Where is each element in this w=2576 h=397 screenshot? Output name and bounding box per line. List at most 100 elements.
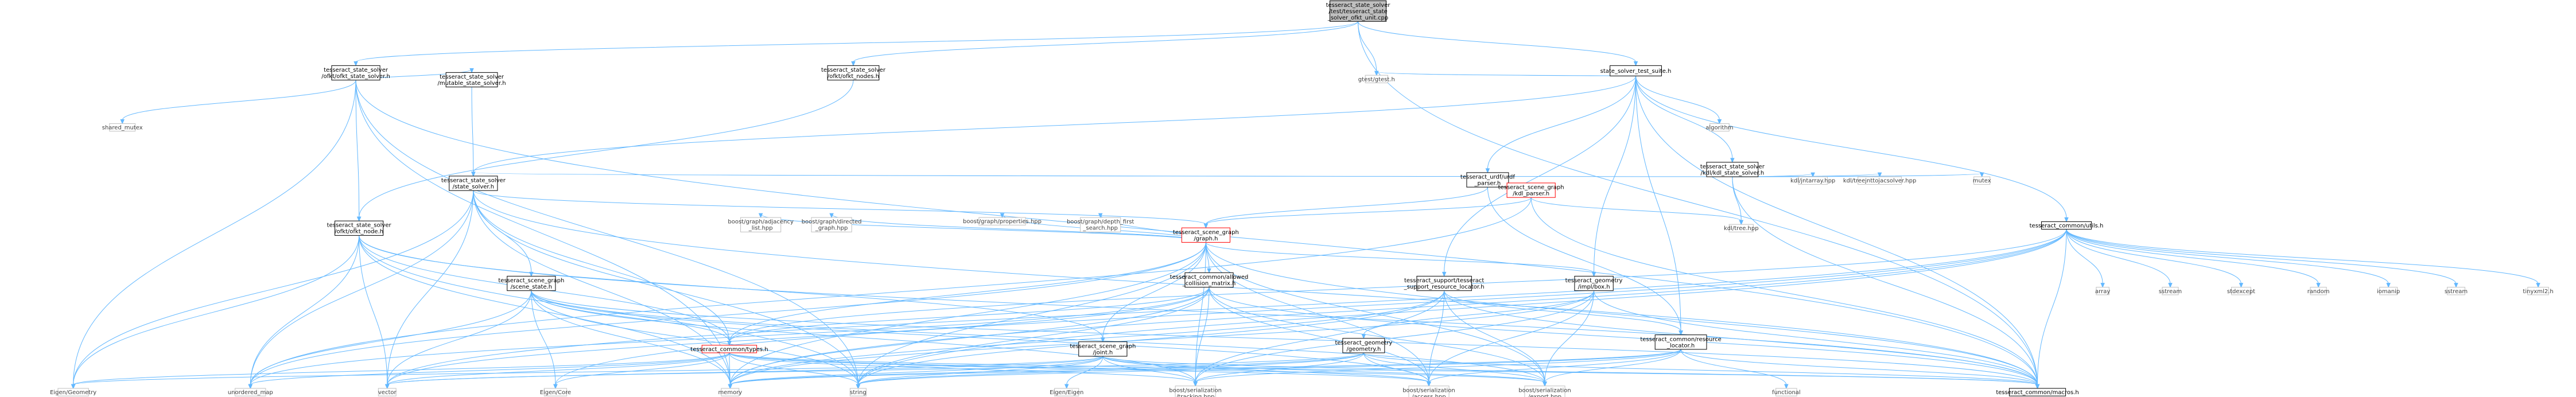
edge-utils-to-iomanip xyxy=(2066,229,2391,288)
edge-ofkt_state_solver-to-string xyxy=(355,80,861,390)
node-label-line: kdl/tree.hpp xyxy=(1724,225,1759,232)
node-box xyxy=(2310,287,2327,295)
edge-root-to-test_suite xyxy=(1358,21,1638,67)
edge-resource_locator-to-memory xyxy=(728,349,1681,390)
node-box xyxy=(1181,227,1230,243)
node-box xyxy=(2379,287,2398,295)
edge-kdl_parser-to-graph xyxy=(1203,197,1532,229)
node-kdl-state-solver[interactable]: tesseract_state_solver/kdl/kdl_state_sol… xyxy=(1700,162,1765,177)
node-label-line: _parser.h xyxy=(1474,181,1501,187)
node-access: boost/serialization/access.hpp xyxy=(1402,386,1455,397)
edge-test_suite-to-resource_locator_support xyxy=(1442,76,1637,277)
node-iomanip: iomanip xyxy=(2377,287,2400,295)
node-kdl-jntarray: kdl/jntarray.hpp xyxy=(1790,176,1835,185)
node-memory: memory xyxy=(718,388,742,396)
node-layer: tesseract_state_solver/test/tesseract_st… xyxy=(50,0,2554,397)
node-allowed-collision[interactable]: tesseract_common/allowed_collision_matri… xyxy=(1170,272,1249,288)
node-box xyxy=(1078,341,1128,357)
edge-mutable_state_solver-to-state_solver xyxy=(471,87,476,177)
node-label-line: mutex xyxy=(1973,178,1991,184)
edge-utils-to-macros xyxy=(2035,229,2067,390)
node-label-line: /ofkt/ofkt_node.h xyxy=(335,229,383,235)
edge-utils-to-random xyxy=(2066,229,2321,288)
node-label-line: memory xyxy=(718,390,742,396)
node-label-line: _graph.hpp xyxy=(815,225,848,232)
node-box xyxy=(701,345,757,353)
edge-utils-to-tinyxml2 xyxy=(2066,229,2540,288)
edge-ofkt_state_solver-to-shared_mutex xyxy=(120,80,356,124)
edge-state_solver-to-eigen_geometry xyxy=(71,190,474,390)
node-graph[interactable]: tesseract_scene_graph/graph.h xyxy=(1173,227,1239,243)
node-label-line: array xyxy=(2095,289,2110,295)
node-label-line: tesseract_state_solver xyxy=(1326,2,1391,9)
node-box xyxy=(2162,287,2179,295)
node-box xyxy=(235,388,266,396)
node-geometry[interactable]: tesseract_geometry/geometry.h xyxy=(1335,338,1392,353)
node-label-line: boost/graph/depth_first xyxy=(1067,219,1134,225)
edge-urdf_parser-to-resource_locator xyxy=(1487,187,1683,336)
node-joint[interactable]: tesseract_scene_graph/joint.h xyxy=(1070,341,1136,357)
node-state-solver[interactable]: tesseract_state_solver/state_solver.h xyxy=(441,176,506,191)
edge-test_suite-to-gtest xyxy=(1374,71,1637,76)
node-resource-locator[interactable]: tesseract_common/resource_locator.h xyxy=(1640,334,1722,350)
node-impl-box[interactable]: tesseract_geometry/impl/box.h xyxy=(1565,275,1623,291)
edge-graph-to-macros xyxy=(1205,242,2040,390)
node-dfs: boost/graph/depth_first_search.hpp xyxy=(1067,217,1134,232)
node-box xyxy=(1365,75,1388,83)
node-box xyxy=(2447,287,2465,295)
node-urdf-parser[interactable]: tesseract_urdf/urdf_parser.h xyxy=(1460,172,1515,188)
node-label-line: tinyxml2.h xyxy=(2523,289,2553,295)
node-types[interactable]: tesseract_common/types.h xyxy=(690,345,768,353)
node-kdl-parser[interactable]: tesseract_scene_graph/kdl_parser.h xyxy=(1498,182,1564,198)
node-unordered-map: unordered_map xyxy=(228,388,273,396)
node-label-line: tesseract_common/types.h xyxy=(690,347,768,353)
node-box xyxy=(2096,287,2109,295)
node-macros[interactable]: tesseract_common/macros.h xyxy=(1996,388,2079,396)
edge-ofkt_node-to-vector xyxy=(359,235,390,390)
edge-types-to-macros xyxy=(729,352,2040,390)
node-label-line: shared_mutex xyxy=(102,125,143,131)
edge-utils-to-string xyxy=(856,229,2067,390)
node-label-line: /test/tesseract_state xyxy=(1328,9,1388,15)
node-test-suite[interactable]: state_solver_test_suite.h xyxy=(1600,65,1672,76)
node-box xyxy=(335,220,384,236)
node-label-line: /kdl_parser.h xyxy=(1513,191,1549,197)
node-scene-state[interactable]: tesseract_scene_graph/scene_state.h xyxy=(498,275,564,291)
node-root[interactable]: tesseract_state_solver/test/tesseract_st… xyxy=(1326,0,1391,22)
node-label-line: _collision_matrix.h xyxy=(1182,281,1236,287)
node-ofkt-state-solver[interactable]: tesseract_state_solver/ofkt/ofkt_state_s… xyxy=(321,65,390,81)
node-functional: functional xyxy=(1772,388,1801,396)
node-label-line: /ofkt/ofkt_nodes.h xyxy=(827,73,879,80)
node-box xyxy=(331,65,380,81)
node-mutable-state-solver[interactable]: tesseract_state_solver/mutable_state_sol… xyxy=(438,72,506,88)
node-ofkt-nodes[interactable]: tesseract_state_solver/ofkt/ofkt_nodes.h xyxy=(821,65,886,81)
node-label-line: tesseract_common/macros.h xyxy=(1996,390,2078,396)
node-properties: boost/graph/properties.hpp xyxy=(963,217,1042,225)
node-box xyxy=(2041,221,2092,230)
node-label-line: tesseract_state_solver xyxy=(324,67,388,73)
edge-test_suite-to-urdf_parser xyxy=(1485,76,1637,174)
node-label-line: /scene_state.h xyxy=(511,284,553,290)
node-utils[interactable]: tesseract_common/utils.h xyxy=(2030,221,2104,230)
node-label-line: _support_resource_locator.h xyxy=(1404,284,1485,290)
node-label-line: tesseract_scene_graph xyxy=(1498,185,1564,191)
node-ofkt-node[interactable]: tesseract_state_solver/ofkt/ofkt_node.h xyxy=(327,220,392,236)
node-stdexcept: stdexcept xyxy=(2227,287,2255,295)
node-label-line: /tracking.hpp xyxy=(1176,394,1215,397)
node-label-line: tesseract_common/utils.h xyxy=(2030,223,2104,229)
node-label-line: random xyxy=(2307,289,2330,295)
node-label-line: tesseract_state_solver xyxy=(441,178,506,184)
node-label-line: _solver_ofkt_unit.cpp xyxy=(1327,15,1388,21)
edge-root-to-ofkt_state_solver xyxy=(353,21,1359,67)
node-label-line: tesseract_state_solver xyxy=(440,74,504,80)
edge-test_suite-to-kdl_state_solver xyxy=(1635,76,1735,164)
node-box xyxy=(2231,287,2251,295)
edge-impl_box-to-geometry xyxy=(1361,290,1595,339)
node-box xyxy=(1709,123,1730,132)
edge-kdl_parser-to-kdl_tree xyxy=(1530,197,1744,225)
node-resource-locator-support[interactable]: tesseract_support/tesseract_support_reso… xyxy=(1404,275,1485,291)
node-label-line: /kdl/kdl_state_solver.h xyxy=(1700,170,1764,176)
node-mutex: mutex xyxy=(1973,176,1991,185)
edge-scene_state-to-types xyxy=(531,290,732,347)
edge-scene_state-to-eigen_core xyxy=(531,290,558,390)
